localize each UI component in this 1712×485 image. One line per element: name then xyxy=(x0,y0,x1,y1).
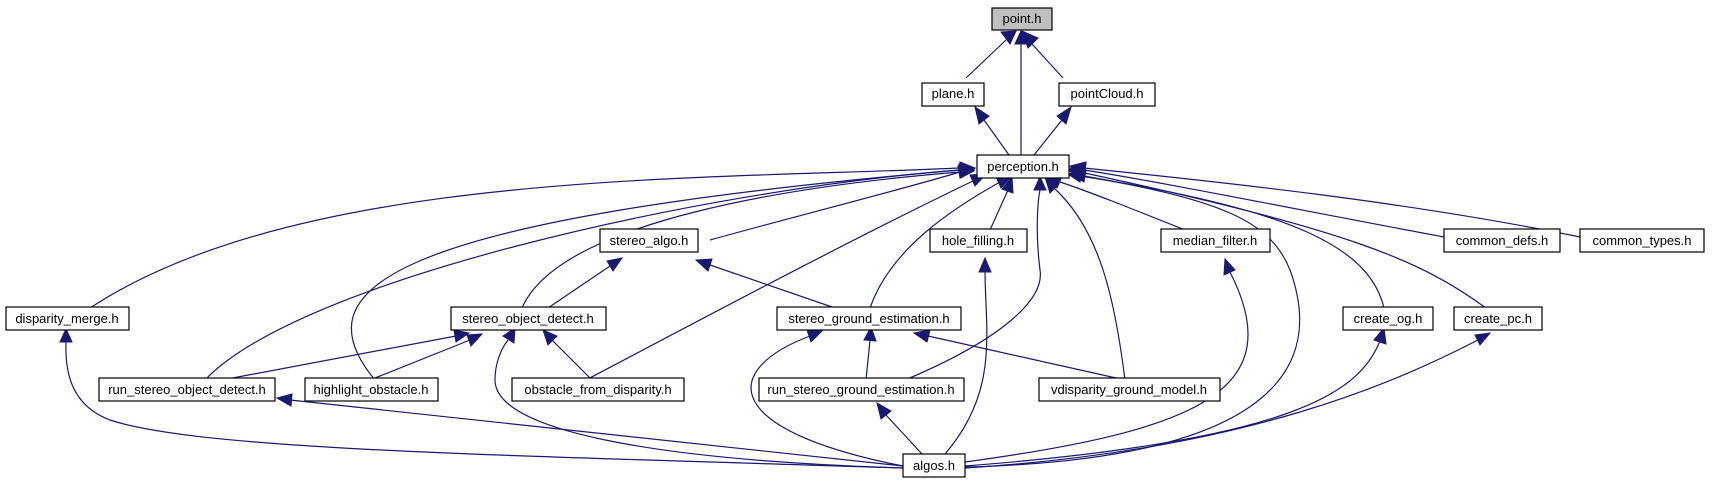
edge-algos-to-hole-filling xyxy=(944,256,992,455)
edge-stereo-object-detect-to-stereo-algo xyxy=(547,257,624,309)
node-median-filter-h[interactable]: median_filter.h xyxy=(1160,228,1271,253)
node-hole-filling-h[interactable]: hole_filling.h xyxy=(929,228,1028,253)
node-create-pc-h[interactable]: create_pc.h xyxy=(1453,306,1543,331)
edge-algos-to-perception xyxy=(964,169,1301,468)
node-plane-h[interactable]: plane.h xyxy=(921,82,985,107)
node-label: highlight_obstacle.h xyxy=(314,382,429,397)
node-label: obstacle_from_disparity.h xyxy=(524,382,671,397)
node-label: run_stereo_ground_estimation.h xyxy=(767,382,954,397)
node-label: median_filter.h xyxy=(1173,233,1258,248)
edge-common-defs-to-perception xyxy=(1068,163,1445,238)
edge-pointcloud-to-point xyxy=(1021,30,1064,79)
node-label: common_types.h xyxy=(1593,233,1692,248)
edge-perception-to-plane xyxy=(974,105,1010,156)
edge-run-stereo-object-detect-to-stereo-object-detect xyxy=(221,329,471,381)
node-label: create_pc.h xyxy=(1464,311,1532,326)
edge-plane-to-point xyxy=(965,30,1017,79)
node-stereo-ground-estimation-h[interactable]: stereo_ground_estimation.h xyxy=(776,306,962,331)
node-label: stereo_ground_estimation.h xyxy=(788,311,949,326)
edge-run-stereo-object-detect-to-perception xyxy=(204,163,976,381)
node-label: perception.h xyxy=(987,159,1059,174)
node-run-stereo-object-detect-h[interactable]: run_stereo_object_detect.h xyxy=(98,377,276,402)
node-label: pointCloud.h xyxy=(1071,86,1144,101)
node-label: stereo_object_detect.h xyxy=(462,311,594,326)
edge-algos-to-disparity-merge xyxy=(59,327,904,469)
node-label: stereo_algo.h xyxy=(610,233,689,248)
edge-run-stereo-ground-estimation-to-stereo-ground-estimation xyxy=(863,325,877,381)
edge-algos-to-create-og xyxy=(964,326,1387,467)
edge-algos-to-stereo-object-detect xyxy=(494,327,904,469)
edge-common-types-to-perception xyxy=(1068,161,1581,238)
edge-algos-to-median-filter xyxy=(964,257,1249,463)
edge-highlight-obstacle-to-stereo-object-detect xyxy=(369,333,484,381)
edge-run-stereo-ground-estimation-to-perception xyxy=(904,175,1047,381)
node-label: disparity_merge.h xyxy=(15,311,118,326)
edge-vdisparity-ground-model-to-perception xyxy=(1044,176,1126,381)
edge-obstacle-from-disparity-to-stereo-object-detect xyxy=(542,329,593,381)
node-disparity-merge-h[interactable]: disparity_merge.h xyxy=(5,306,130,331)
edge-hole-filling-to-perception xyxy=(989,175,1014,231)
node-label: common_defs.h xyxy=(1456,233,1549,248)
node-label: algos.h xyxy=(913,458,955,473)
node-label: vdisparity_ground_model.h xyxy=(1051,382,1207,397)
node-run-stereo-ground-estimation-h[interactable]: run_stereo_ground_estimation.h xyxy=(758,377,965,402)
edge-stereo-ground-estimation-to-stereo-algo xyxy=(694,258,836,309)
node-label: plane.h xyxy=(932,86,975,101)
node-label: point.h xyxy=(1002,11,1041,26)
edge-algos-to-create-pc xyxy=(964,332,1492,469)
edge-obstacle-from-disparity-to-perception xyxy=(585,173,988,381)
node-pointcloud-h[interactable]: pointCloud.h xyxy=(1058,82,1156,107)
edge-create-pc-to-perception xyxy=(1066,165,1487,309)
node-stereo-object-detect-h[interactable]: stereo_object_detect.h xyxy=(450,306,607,331)
node-vdisparity-ground-model-h[interactable]: vdisparity_ground_model.h xyxy=(1038,377,1221,402)
node-common-defs-h[interactable]: common_defs.h xyxy=(1443,228,1561,253)
node-highlight-obstacle-h[interactable]: highlight_obstacle.h xyxy=(304,377,439,402)
node-stereo-algo-h[interactable]: stereo_algo.h xyxy=(599,228,699,253)
node-label: hole_filling.h xyxy=(942,233,1014,248)
node-common-types-h[interactable]: common_types.h xyxy=(1579,228,1705,253)
edge-algos-to-run-stereo-ground-estimation xyxy=(876,401,923,455)
edge-highlight-obstacle-to-perception xyxy=(350,163,976,381)
edge-vdisparity-ground-model-to-stereo-ground-estimation xyxy=(912,329,1126,381)
graph-nodes: point.h plane.h pointCloud.h perception.… xyxy=(5,7,1705,478)
node-perception-h[interactable]: perception.h xyxy=(976,154,1070,179)
edge-algos-to-run-stereo-object-detect xyxy=(275,393,904,467)
edge-perception-to-pointcloud xyxy=(1033,105,1072,156)
node-obstacle-from-disparity-h[interactable]: obstacle_from_disparity.h xyxy=(511,377,685,402)
node-point-h[interactable]: point.h xyxy=(991,7,1053,31)
node-label: create_og.h xyxy=(1354,311,1423,326)
node-create-og-h[interactable]: create_og.h xyxy=(1342,306,1434,331)
node-algos-h[interactable]: algos.h xyxy=(902,453,966,478)
node-label: run_stereo_object_detect.h xyxy=(108,382,266,397)
edge-perception-to-point xyxy=(1014,29,1028,155)
graph-edges xyxy=(59,29,1581,469)
